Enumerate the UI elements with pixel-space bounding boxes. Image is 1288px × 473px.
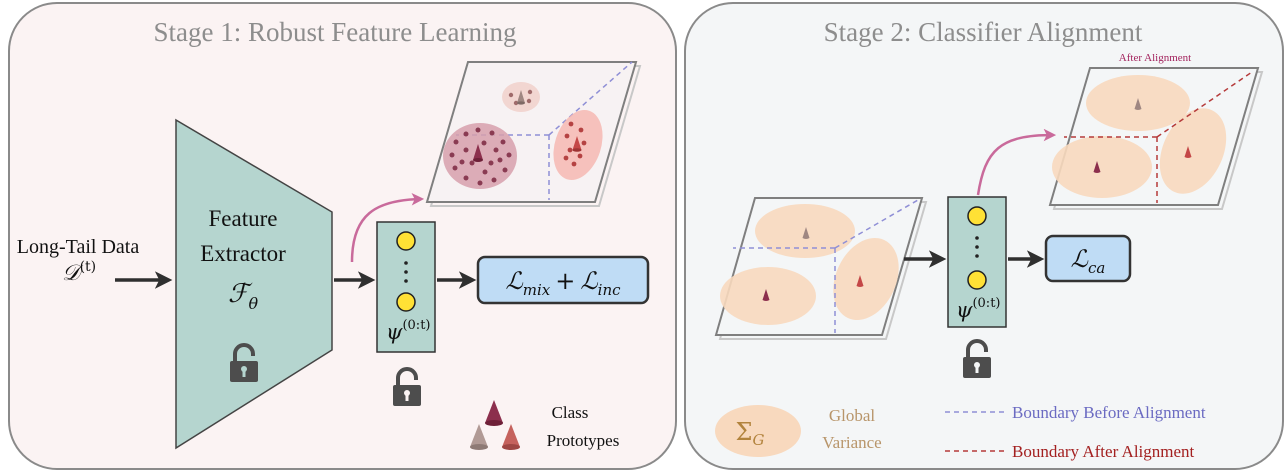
extractor-label-line1: Feature	[209, 206, 278, 231]
variance-symbol: ΣG	[736, 418, 765, 449]
classifier-symbol-stage1: ψ(0:t)	[386, 318, 431, 344]
neuron	[967, 206, 987, 226]
padlock-icon	[230, 343, 258, 382]
cone-icon	[802, 227, 810, 239]
prototype-legend: Class Prototypes	[470, 400, 619, 450]
stage1-title: Stage 1: Robust Feature Learning	[154, 17, 517, 47]
boundary-before-label: Boundary Before Alignment	[1012, 403, 1206, 422]
input-symbol: 𝒟(t)	[62, 259, 96, 286]
classifier-head-stage2: ψ(0:t)	[947, 196, 1007, 328]
after-alignment-label: After Alignment	[1119, 52, 1191, 64]
neuron-dot	[404, 279, 408, 283]
stage2-title: Stage 2: Classifier Alignment	[824, 17, 1143, 47]
neuron-dot	[975, 245, 979, 249]
cone-icon	[572, 136, 582, 152]
input-label: Long-Tail Data	[17, 236, 140, 258]
cone-icon	[856, 275, 864, 287]
boundary-after-label: Boundary After Alignment	[1012, 442, 1195, 461]
projection-arrow-stage1	[350, 192, 425, 263]
classifier-head-stage1: ψ(0:t)	[376, 221, 436, 353]
cone-icon	[1134, 98, 1142, 110]
cone-icon	[517, 90, 525, 105]
neuron	[967, 270, 987, 290]
loss-box-stage2: ℒca	[1044, 234, 1132, 283]
feature-space-after	[1048, 67, 1264, 210]
cone-icon	[470, 424, 488, 450]
loss-formula-stage2: ℒca	[1071, 245, 1106, 277]
cone-icon	[485, 400, 503, 426]
variance-label-line2: Variance	[822, 433, 881, 452]
extractor-label-line2: Extractor	[200, 241, 286, 266]
loss-formula-stage1: ℒmix+ℒinc	[505, 267, 621, 299]
boundary-legend: Boundary Before Alignment Boundary After…	[945, 403, 1206, 461]
cone-icon	[473, 144, 483, 162]
legend-label-line1: Class	[552, 403, 589, 422]
cone-icon	[1093, 161, 1101, 173]
padlock-icon	[963, 339, 991, 378]
loss-box-stage1: ℒmix+ℒinc	[476, 255, 650, 305]
padlock-icon	[393, 367, 421, 406]
feature-space-before	[714, 197, 928, 340]
legend-label-line2: Prototypes	[547, 431, 620, 450]
variance-legend: ΣG Global Variance	[715, 405, 882, 457]
neuron	[396, 292, 416, 312]
cone-icon	[502, 424, 520, 450]
projection-arrow-stage2	[976, 128, 1057, 196]
feature-extractor: Feature Extractor ℱθ	[175, 118, 333, 450]
neuron-dot	[404, 270, 408, 274]
cone-icon	[1184, 146, 1192, 158]
neuron-dot	[975, 254, 979, 258]
feature-space-stage1	[425, 61, 642, 207]
cone-icon	[762, 289, 770, 301]
classifier-symbol-stage2: ψ(0:t)	[956, 296, 1001, 322]
variance-label-line1: Global	[829, 406, 876, 425]
neuron	[396, 231, 416, 251]
neuron-dot	[975, 236, 979, 240]
neuron-dot	[404, 261, 408, 265]
